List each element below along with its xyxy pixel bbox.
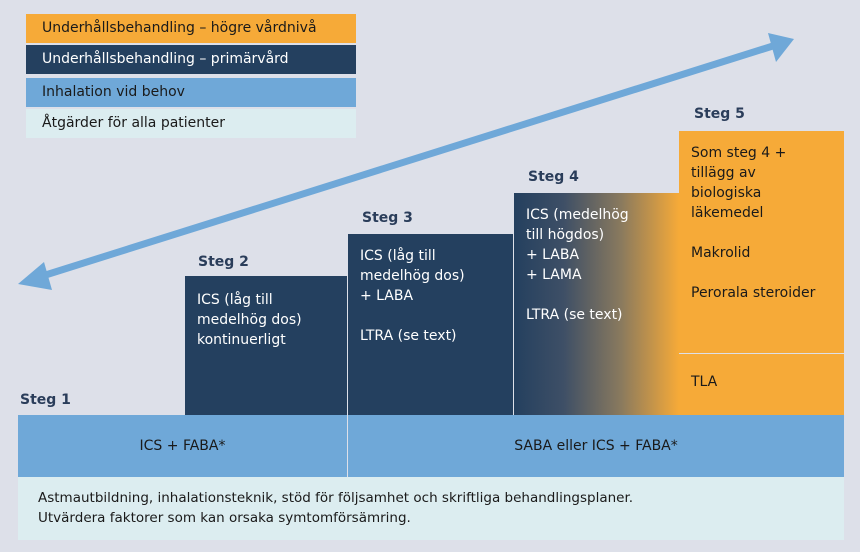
step-5-box: Som steg 4 + tillägg av biologiska läkem… <box>679 131 844 353</box>
step-1-label: Steg 1 <box>20 392 71 408</box>
step-3-box: ICS (låg till medelhög dos) + LABA LTRA … <box>348 234 514 415</box>
all-patients-box: Astmautbildning, inhalationsteknik, stöd… <box>18 477 844 540</box>
legend-higher-care: Underhållsbehandling – högre vårdnivå <box>26 14 356 43</box>
step-4-box: ICS (medelhög till högdos) + LABA + LAMA… <box>514 193 679 415</box>
step-5-label: Steg 5 <box>694 106 745 122</box>
step-3-label: Steg 3 <box>362 210 413 226</box>
as-needed-step-1-2: ICS + FABA* <box>18 415 348 477</box>
step-4-label: Steg 4 <box>528 169 579 185</box>
legend-primary-care: Underhållsbehandling – primärvård <box>26 45 356 74</box>
step-2-label: Steg 2 <box>198 254 249 270</box>
step-2-box: ICS (låg till medelhög dos) kontinuerlig… <box>185 276 348 415</box>
as-needed-step-3-5: SABA eller ICS + FABA* <box>348 415 844 477</box>
legend-all-patients: Åtgärder för alla patienter <box>26 109 356 138</box>
legend-as-needed: Inhalation vid behov <box>26 78 356 107</box>
step-5-tla: TLA <box>679 354 844 415</box>
